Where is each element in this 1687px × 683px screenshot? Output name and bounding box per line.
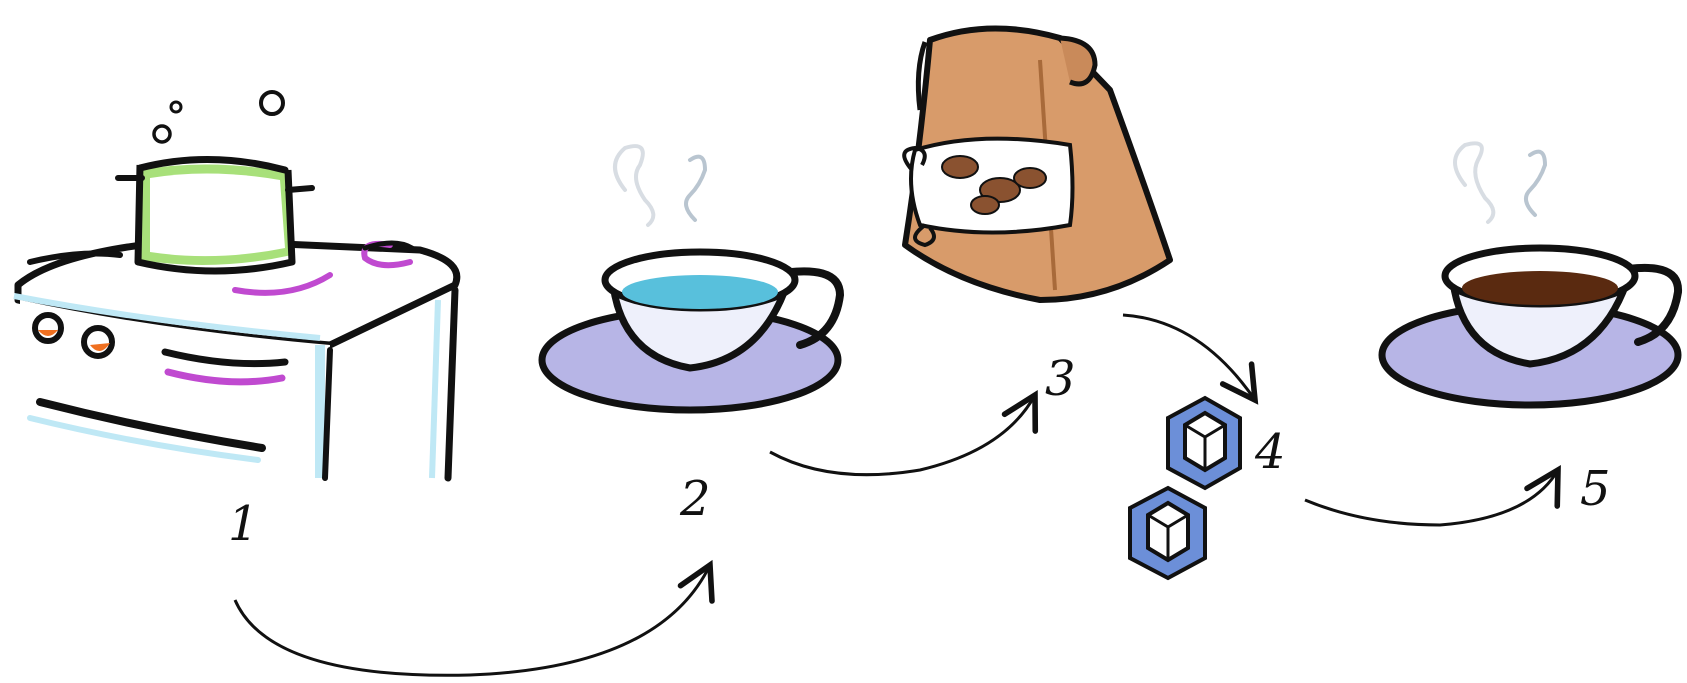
stove-with-boiling-pot-icon xyxy=(14,92,457,478)
arrow-step4-to-step5 xyxy=(1305,470,1558,525)
step-2-number: 2 xyxy=(679,471,711,527)
sugar-cubes-icon xyxy=(1130,398,1240,578)
step-3-number: 3 xyxy=(1045,351,1076,407)
arrow-step2-to-step3 xyxy=(770,395,1035,475)
cup-of-hot-water-icon xyxy=(542,146,840,410)
arrow-step1-to-step2 xyxy=(235,565,710,675)
cup-of-coffee-icon xyxy=(1382,143,1678,405)
step-5-number: 5 xyxy=(1580,461,1611,517)
step-1-number: 1 xyxy=(228,496,259,552)
coffee-bean-bag-icon xyxy=(904,28,1170,300)
arrow-step3-to-step4 xyxy=(1123,315,1255,400)
step-4-number: 4 xyxy=(1254,424,1286,480)
